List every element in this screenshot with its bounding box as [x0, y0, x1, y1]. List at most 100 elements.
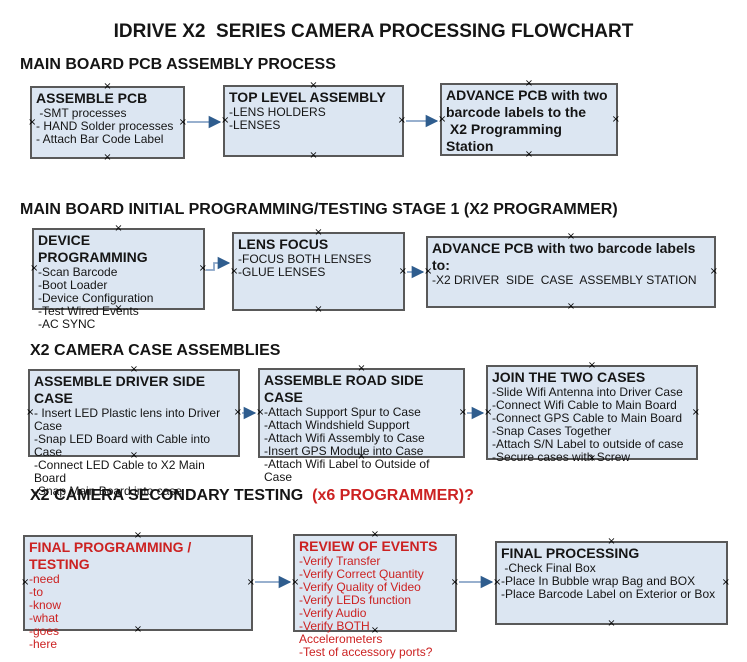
box-item: -X2 DRIVER SIDE CASE ASSEMBLY STATION	[432, 273, 697, 287]
box-item: -Verify BOTH Accelerometers	[299, 619, 383, 646]
box-item-list: -Check Final Box-Place In Bubble wrap Ba…	[501, 562, 722, 601]
box-item: -Connect Wifi Cable to Main Board	[492, 398, 677, 412]
box-item: -Device Configuration	[38, 291, 154, 305]
box-title: REVIEW OF EVENTS	[299, 538, 438, 554]
box-item: -Slide Wifi Antenna into Driver Case	[492, 385, 683, 399]
box-item: -Scan Barcode	[38, 265, 118, 279]
box-item: -Attach Wifi Label to Outside of Case	[264, 457, 433, 484]
box-item: -here	[29, 637, 58, 651]
section-heading-pcb-assembly: MAIN BOARD PCB ASSEMBLY PROCESS	[20, 56, 336, 74]
box-item-list: -Scan Barcode-Boot Loader-Device Configu…	[38, 266, 199, 331]
box-item: -to	[29, 585, 44, 599]
box-item: -Snap Cases Together	[492, 424, 612, 438]
box-title: ADVANCE PCB with two barcode labels to:	[432, 240, 700, 273]
flow-box-final-processing[interactable]: FINAL PROCESSING -Check Final Box-Place …	[493, 537, 730, 629]
connection-point-icon: ×	[458, 407, 467, 418]
connection-point-icon: ×	[314, 304, 323, 315]
box-item: -Verify Correct Quantity	[299, 567, 424, 581]
box-item: -goes	[29, 624, 60, 638]
box-item: - HAND Solder processes	[36, 119, 174, 133]
box-item: -Snap LED Board with Cable into Case	[34, 432, 214, 459]
box-item: -Test Wired Events	[38, 304, 139, 318]
box-item: -GLUE LENSES	[238, 265, 326, 279]
section-heading-text: X2 CAMERA SECONDARY TESTING	[30, 487, 304, 504]
box-item: -need	[29, 572, 60, 586]
flow-box-join-the-two-cases[interactable]: JOIN THE TWO CASES -Slide Wifi Antenna i…	[484, 361, 700, 464]
box-item: -LENS HOLDERS	[229, 105, 326, 119]
connection-point-icon: ×	[607, 618, 616, 629]
box-title: ADVANCE PCB with two barcode labels to t…	[446, 87, 608, 154]
box-item: -Test of accessory ports?	[299, 645, 433, 659]
box-title: DEVICE PROGRAMMING	[38, 232, 148, 265]
box-title: JOIN THE TWO CASES	[492, 369, 646, 385]
section-heading-secondary-testing: X2 CAMERA SECONDARY TESTING (x6 PROGRAMM…	[30, 487, 474, 505]
section-heading-text: MAIN BOARD PCB ASSEMBLY PROCESS	[20, 56, 336, 73]
box-item: -Verify Audio	[299, 606, 367, 620]
box-item: -what	[29, 611, 59, 625]
box-item-list: -LENS HOLDERS-LENSES	[229, 106, 398, 132]
box-item: -AC SYNC	[38, 317, 96, 331]
connection-point-icon: ×	[450, 577, 459, 588]
box-item-list: -SMT processes- HAND Solder processes- A…	[36, 107, 179, 146]
box-title: LENS FOCUS	[238, 236, 329, 252]
connection-point-icon: ×	[246, 577, 255, 588]
connection-point-icon: ×	[398, 265, 407, 277]
flow-box-lens-focus[interactable]: LENS FOCUS -FOCUS BOTH LENSES-GLUE LENSE…	[230, 228, 407, 315]
box-item: -Connect LED Cable to X2 Main Board	[34, 458, 209, 485]
box-item: -Place In Bubble wrap Bag and BOX	[501, 574, 696, 588]
connection-point-icon: ×	[397, 115, 406, 126]
box-item: - Attach Bar Code Label	[36, 132, 164, 146]
box-item: -Attach Support Spur to Case	[264, 405, 421, 419]
box-item: -Secure cases with Screw	[492, 450, 631, 464]
box-title: FINAL PROCESSING	[501, 545, 640, 561]
section-heading-text: X2 CAMERA CASE ASSEMBLIES	[30, 342, 281, 359]
box-item: -Attach Windshield Support	[264, 418, 410, 432]
flow-box-top-level-assembly[interactable]: TOP LEVEL ASSEMBLY -LENS HOLDERS-LENSES …	[221, 81, 406, 161]
section-heading-initial-programming: MAIN BOARD INITIAL PROGRAMMING/TESTING S…	[20, 201, 618, 219]
box-item: -Attach S/N Label to outside of case	[492, 437, 684, 451]
box-title: ASSEMBLE PCB	[36, 90, 148, 106]
section-heading-suffix: (x6 PROGRAMMER)?	[303, 487, 474, 504]
box-item: -SMT processes	[36, 106, 127, 120]
connection-point-icon: ×	[611, 113, 620, 125]
box-item-list: -need-to-know-what-goes-here	[29, 573, 247, 651]
section-heading-text: MAIN BOARD INITIAL PROGRAMMING/TESTING S…	[20, 201, 618, 218]
connection-point-icon: ×	[198, 263, 207, 274]
connection-point-icon: ×	[709, 266, 718, 277]
box-item: -Verify LEDs function	[299, 593, 412, 607]
box-item-list: -Slide Wifi Antenna into Driver Case-Con…	[492, 386, 692, 464]
flow-box-assemble-road-side-case[interactable]: ASSEMBLE ROAD SIDE CASE -Attach Support …	[256, 364, 467, 484]
flow-box-advance-to-case-assembly[interactable]: ADVANCE PCB with two barcode labels to: …	[424, 232, 718, 312]
box-item-list: - Insert LED Plastic lens into Driver Ca…	[34, 407, 234, 498]
box-item-list: -X2 DRIVER SIDE CASE ASSEMBLY STATION	[432, 274, 710, 287]
box-item: -FOCUS BOTH LENSES	[238, 252, 372, 266]
connection-point-icon: ×	[103, 152, 112, 163]
box-item: -know	[29, 598, 62, 612]
flow-box-final-programming-testing[interactable]: FINAL PROGRAMMING / TESTING -need-to-kno…	[21, 531, 255, 651]
flow-box-review-of-events[interactable]: REVIEW OF EVENTS -Verify Transfer-Verify…	[291, 530, 459, 659]
box-title: FINAL PROGRAMMING / TESTING	[29, 539, 196, 572]
flow-box-device-programming[interactable]: DEVICE PROGRAMMING -Scan Barcode-Boot Lo…	[30, 224, 207, 331]
connection-point-icon: ×	[233, 407, 242, 418]
box-item: -Connect GPS Cable to Main Board	[492, 411, 683, 425]
connection-point-icon: ×	[691, 406, 700, 418]
connector-arrow[interactable]	[206, 256, 231, 271]
flow-box-advance-to-programming-station[interactable]: ADVANCE PCB with two barcode labels to t…	[438, 79, 620, 160]
box-item: -Verify Quality of Video	[299, 580, 421, 594]
connection-point-icon: ×	[721, 577, 730, 588]
box-item-list: -Attach Support Spur to Case-Attach Wind…	[264, 406, 459, 484]
box-item-list: -Verify Transfer-Verify Correct Quantity…	[299, 555, 451, 659]
box-item: -Check Final Box	[501, 561, 596, 575]
box-item: - Insert LED Plastic lens into Driver Ca…	[34, 406, 224, 433]
flow-box-assemble-pcb[interactable]: ASSEMBLE PCB -SMT processes- HAND Solder…	[28, 82, 187, 163]
box-item-list: -FOCUS BOTH LENSES-GLUE LENSES	[238, 253, 399, 279]
box-title: ASSEMBLE DRIVER SIDE CASE	[34, 373, 210, 406]
connection-point-icon: ×	[566, 301, 576, 312]
flow-box-assemble-driver-side-case[interactable]: ASSEMBLE DRIVER SIDE CASE - Insert LED P…	[26, 365, 242, 498]
box-item: -Attach Wifi Assembly to Case	[264, 431, 425, 445]
connection-point-icon: ×	[309, 150, 318, 161]
box-title: ASSEMBLE ROAD SIDE CASE	[264, 372, 428, 405]
box-item: -Snap Main Board into case	[34, 484, 183, 498]
box-title: TOP LEVEL ASSEMBLY	[229, 89, 386, 105]
